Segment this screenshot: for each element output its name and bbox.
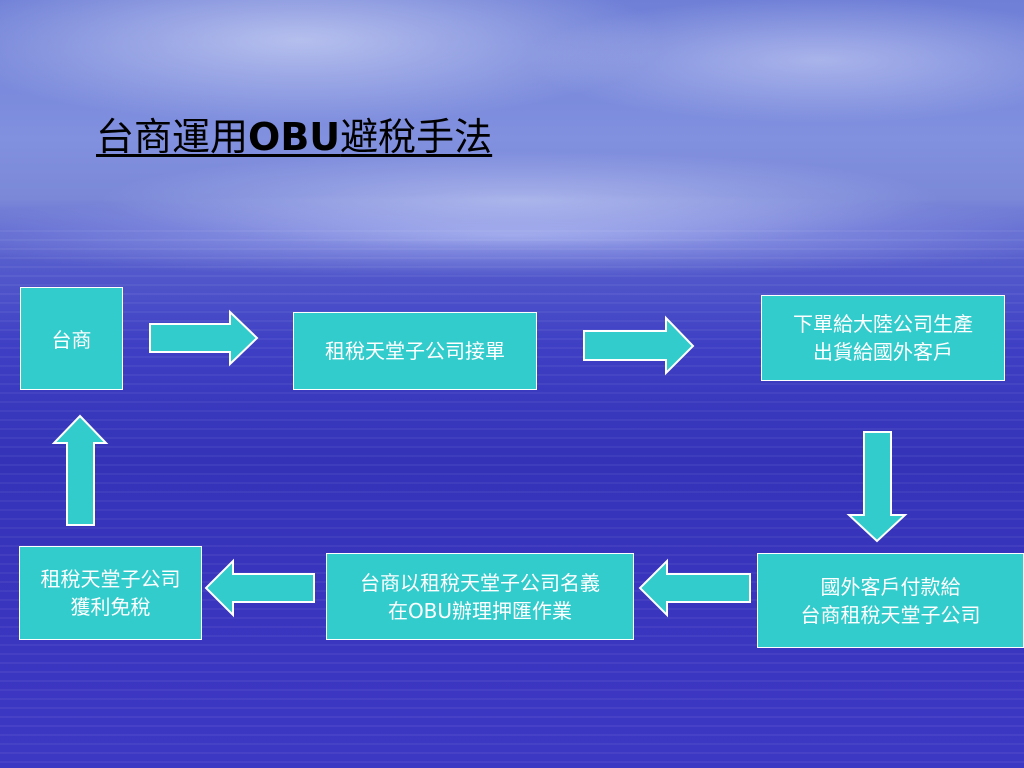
node-taxfree-profit: 租稅天堂子公司 獲利免稅	[19, 546, 202, 640]
arrow-up-icon	[51, 414, 109, 526]
slide-title: 台商運用OBU避稅手法	[96, 106, 492, 161]
node-mainland-production: 下單給大陸公司生產 出貨給國外客戶	[761, 295, 1005, 381]
arrow-down-icon	[846, 431, 908, 543]
arrow-right-icon	[149, 309, 259, 367]
node-taxhaven-order-label: 租稅天堂子公司接單	[325, 339, 505, 363]
node-obu-remittance-line1: 台商以租稅天堂子公司名義	[360, 570, 600, 595]
node-taxhaven-order: 租稅天堂子公司接單	[293, 312, 537, 390]
node-obu-remittance: 台商以租稅天堂子公司名義 在OBU辦理押匯作業	[326, 553, 634, 640]
arrow-left-icon	[638, 558, 751, 618]
node-taxfree-profit-label: 租稅天堂子公司 獲利免稅	[40, 567, 181, 619]
title-latin: OBU	[248, 115, 341, 159]
node-foreign-payment-label: 國外客戶付款給 台商租稅天堂子公司	[800, 574, 981, 627]
line2-suffix: 辦理押匯作業	[452, 598, 573, 623]
node-foreign-payment: 國外客戶付款給 台商租稅天堂子公司	[757, 553, 1024, 648]
node-taishang-label: 台商	[51, 328, 92, 352]
arrow-right-icon	[583, 315, 695, 376]
line2-prefix: 在	[387, 598, 408, 623]
node-obu-remittance-line2: 在OBU辦理押匯作業	[388, 597, 572, 625]
title-suffix: 避稅手法	[340, 115, 493, 159]
title-prefix: 台商運用	[96, 115, 249, 159]
node-mainland-production-label: 下單給大陸公司生產 出貨給國外客戶	[793, 312, 973, 364]
line2-latin: OBU	[407, 598, 453, 623]
node-taishang: 台商	[20, 287, 123, 390]
arrow-left-icon	[204, 558, 315, 618]
